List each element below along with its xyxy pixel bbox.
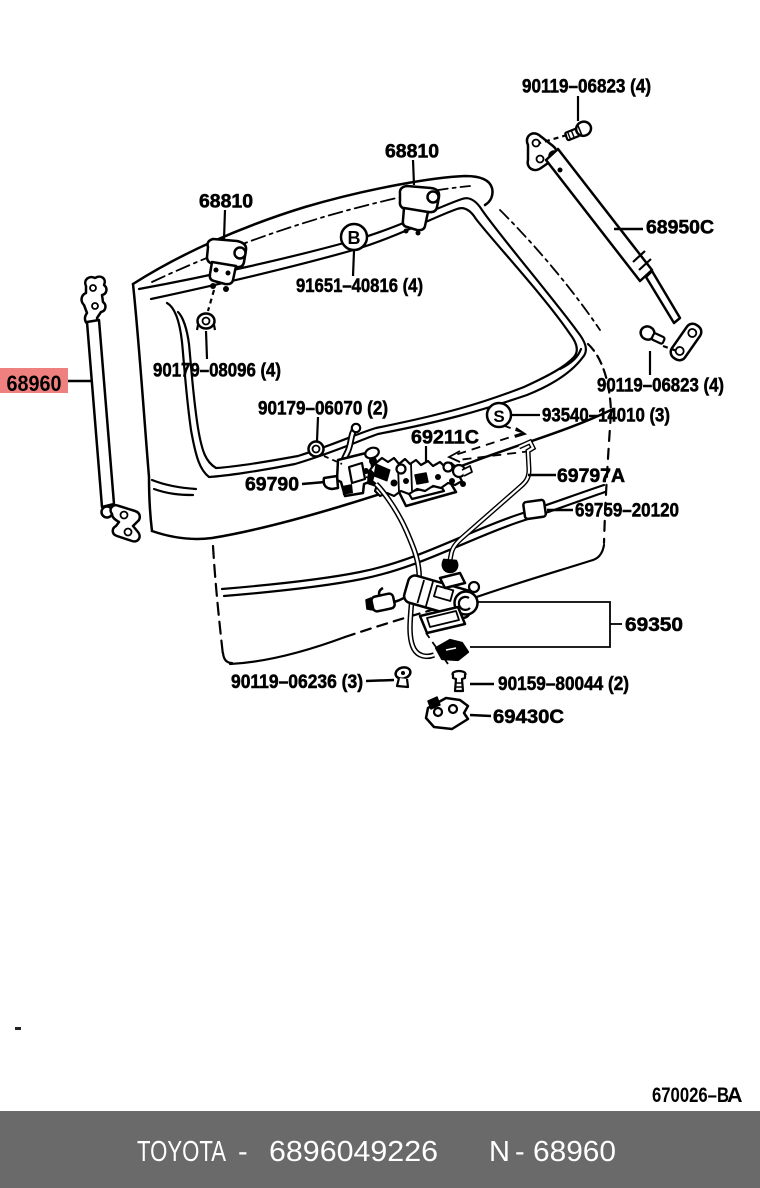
svg-text:-: - (238, 1136, 248, 1168)
svg-text:69759–20120: 69759–20120 (575, 500, 679, 522)
svg-text:68950C: 68950C (646, 217, 714, 239)
svg-text:B: B (348, 228, 361, 248)
svg-text:TOYOTA: TOYOTA (137, 1136, 226, 1168)
svg-text:90119–06823 (4): 90119–06823 (4) (522, 76, 651, 98)
svg-text:93540–14010 (3): 93540–14010 (3) (542, 405, 670, 427)
svg-text:90119–06823 (4): 90119–06823 (4) (597, 375, 724, 397)
svg-text:68810: 68810 (199, 191, 253, 213)
svg-text:68960: 68960 (7, 371, 62, 396)
svg-text:6896049226: 6896049226 (269, 1136, 438, 1168)
svg-text:91651–40816 (4): 91651–40816 (4) (296, 275, 423, 297)
svg-text:68960: 68960 (533, 1136, 616, 1168)
svg-text:69790: 69790 (245, 474, 299, 496)
svg-text:69211C: 69211C (411, 427, 479, 449)
svg-text:S: S (493, 407, 504, 426)
svg-text:90119–06236 (3): 90119–06236 (3) (231, 671, 363, 693)
svg-text:69797A: 69797A (557, 465, 625, 487)
svg-text:68810: 68810 (385, 141, 439, 163)
svg-text:670026–B: 670026–B (652, 1083, 729, 1107)
svg-text:90179–08096 (4): 90179–08096 (4) (153, 360, 281, 382)
svg-text:69430C: 69430C (493, 706, 564, 728)
svg-text:A: A (727, 1083, 743, 1107)
svg-text:-: - (515, 1136, 525, 1168)
svg-text:90159–80044 (2): 90159–80044 (2) (498, 673, 629, 695)
svg-text:90179–06070 (2): 90179–06070 (2) (258, 398, 388, 420)
svg-text:N: N (489, 1136, 510, 1168)
svg-text:69350: 69350 (625, 614, 683, 636)
